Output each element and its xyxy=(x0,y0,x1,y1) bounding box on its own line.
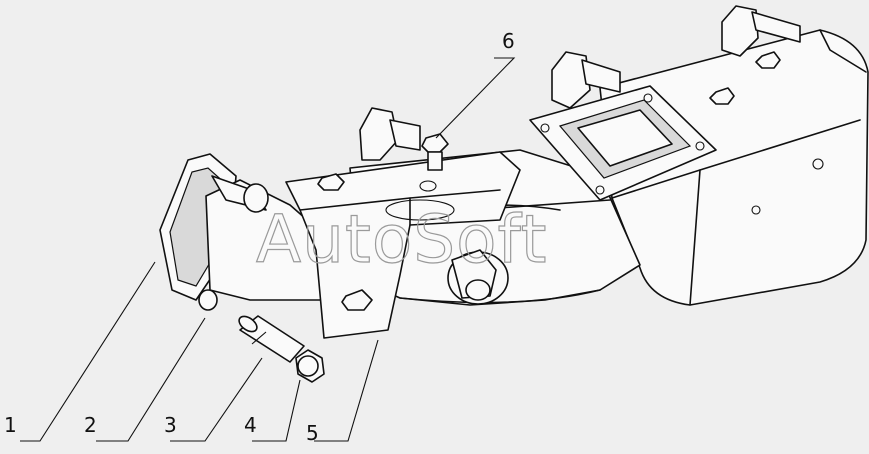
side-boss xyxy=(447,249,509,305)
stud-part-3 xyxy=(238,315,305,363)
riser-studs xyxy=(359,5,801,161)
callout-3: 3 xyxy=(164,413,177,437)
callout-1: 1 xyxy=(4,413,17,437)
watermark-text: AutoSoft xyxy=(256,201,547,278)
left-inlet-flange xyxy=(159,153,351,311)
turbo-flange xyxy=(529,85,717,201)
bolt-part-4 xyxy=(295,349,325,383)
manifold-body-right xyxy=(599,29,869,306)
callout-6: 6 xyxy=(502,29,515,53)
callout-2: 2 xyxy=(84,413,97,437)
leader-lines xyxy=(20,57,516,442)
mounting-bracket xyxy=(285,151,521,339)
callout-5: 5 xyxy=(306,421,319,445)
callout-4: 4 xyxy=(244,413,257,437)
housing-bolts xyxy=(709,51,781,105)
